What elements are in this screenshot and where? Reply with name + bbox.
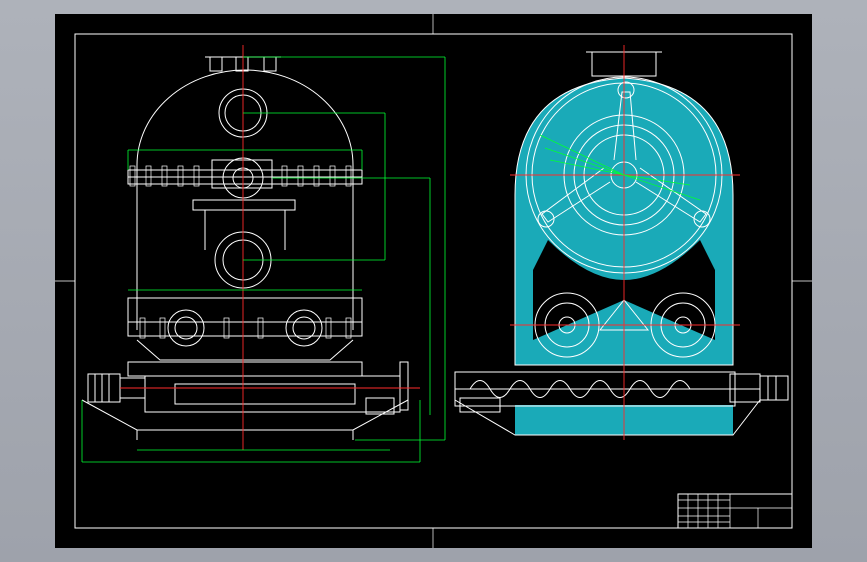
- side-section-view: [454, 45, 789, 440]
- front-view: [81, 45, 446, 463]
- sheet-frame: [55, 14, 812, 548]
- title-block: [677, 493, 793, 529]
- screw-conveyor-icon: [144, 361, 409, 415]
